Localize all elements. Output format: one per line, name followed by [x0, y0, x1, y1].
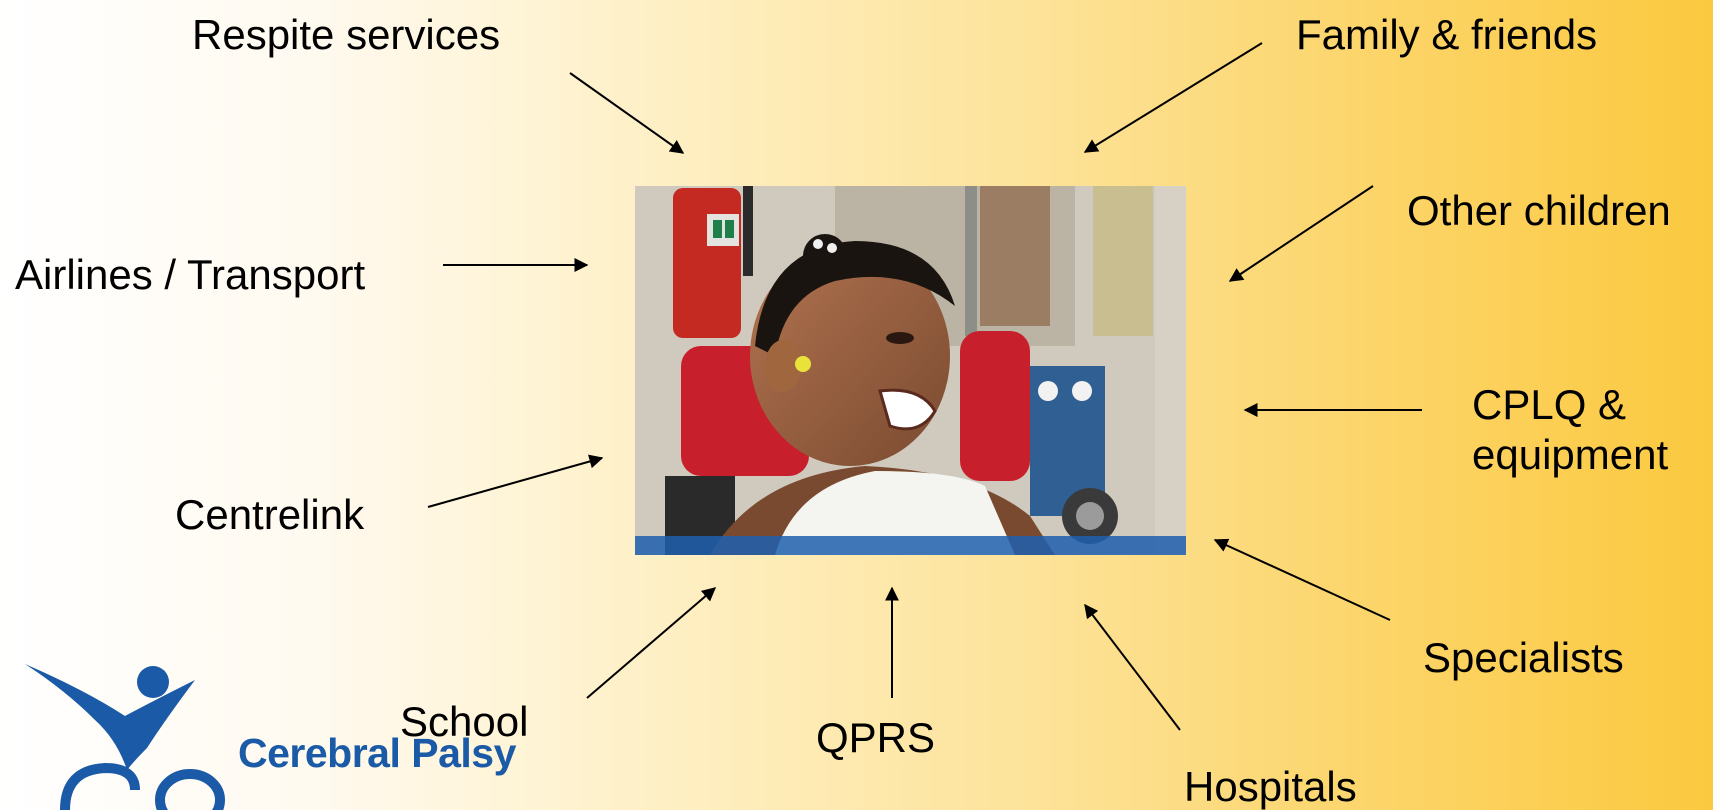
label-airlines-transport: Airlines / Transport: [15, 251, 366, 298]
label-cplq-equipment: CPLQ & equipment: [1472, 381, 1669, 478]
label-hospitals: Hospitals: [1184, 763, 1357, 810]
label-respite-services: Respite services: [192, 11, 501, 58]
label-specialists: Specialists: [1423, 634, 1624, 681]
label-qprs: QPRS: [816, 714, 936, 761]
arrow-family: [1083, 42, 1263, 153]
cerebral-palsy-figure-icon: [25, 664, 225, 810]
logo-text: Cerebral Palsy: [238, 730, 516, 776]
arrow-respite: [569, 72, 685, 154]
arrow-centrelink: [427, 454, 604, 508]
arrow-school: [586, 587, 717, 699]
child-photo: [635, 186, 1186, 555]
cerebral-palsy-logo: Cerebral Palsy: [25, 660, 565, 810]
arrow-hospitals: [1084, 603, 1181, 731]
label-centrelink: Centrelink: [175, 491, 365, 538]
arrow-specialists: [1213, 538, 1391, 621]
child-in-wheelchair-photo-icon: [635, 186, 1186, 555]
arrow-other-children: [1228, 185, 1374, 282]
label-family-friends: Family & friends: [1296, 11, 1598, 58]
label-school: School: [400, 698, 529, 745]
label-other-children: Other children: [1407, 187, 1671, 234]
